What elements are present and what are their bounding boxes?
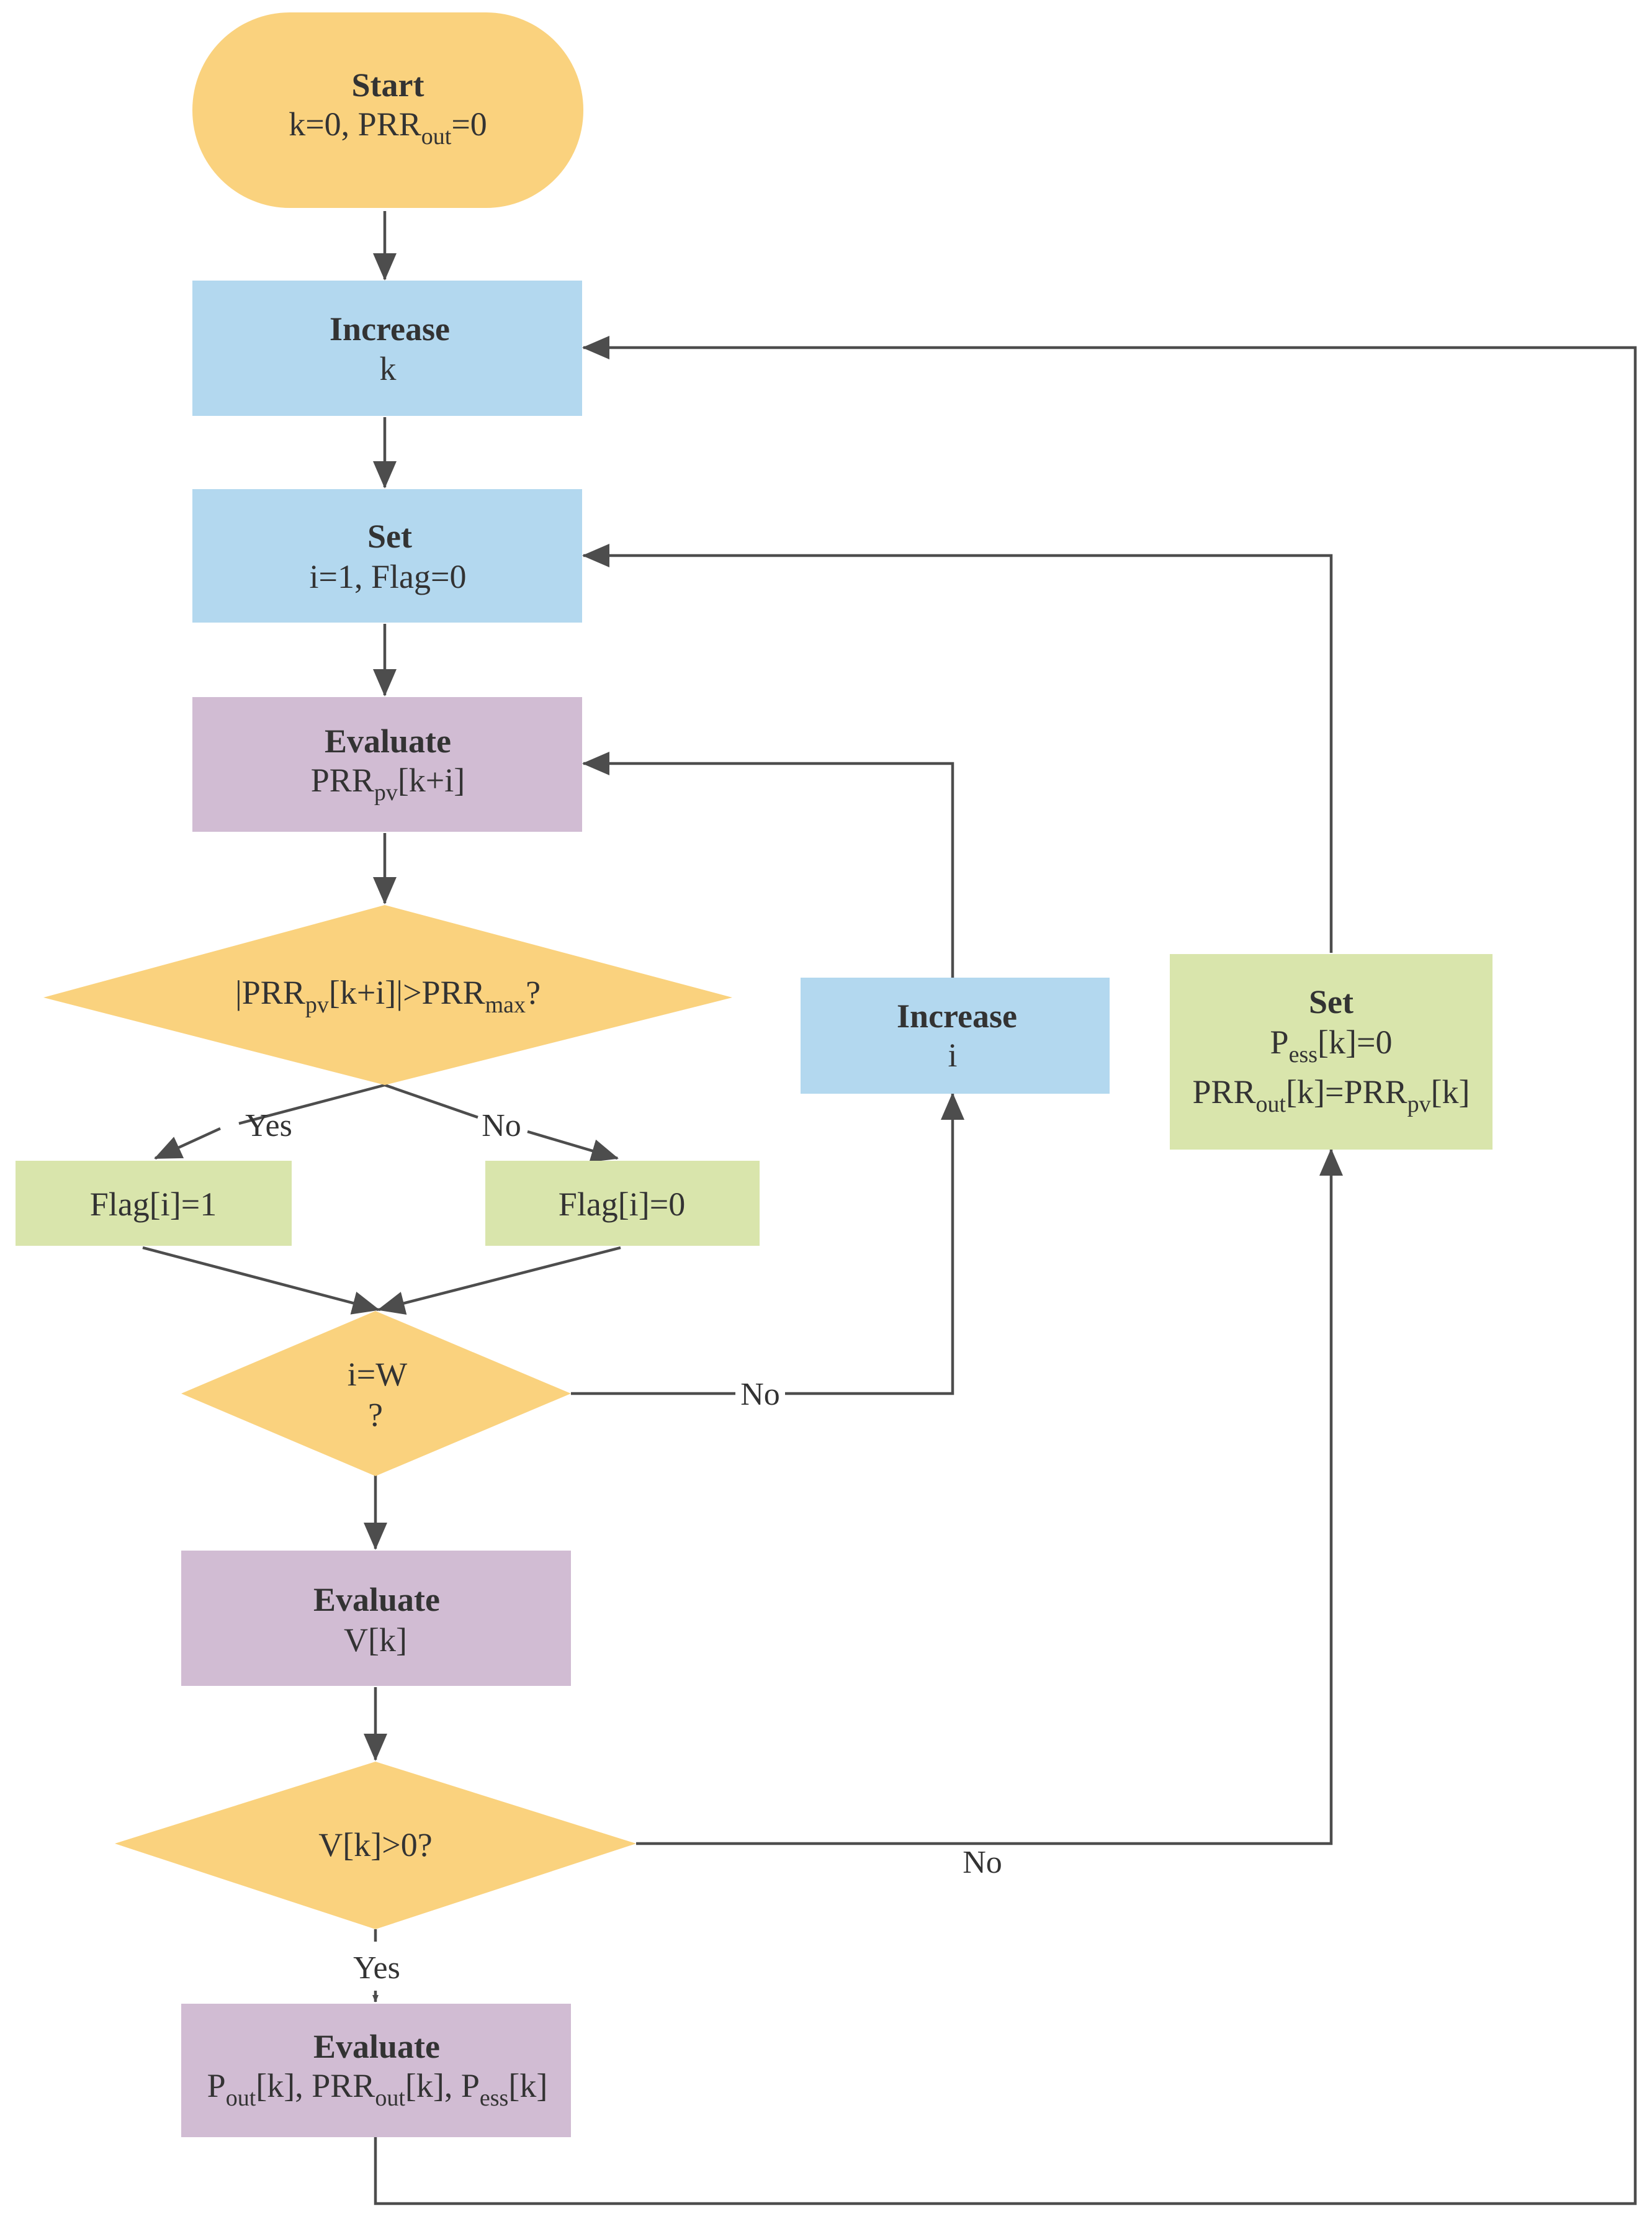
set-i-shape (192, 489, 582, 623)
evaluate-v-node: Evaluate V[k] (181, 1551, 571, 1686)
increase-k-title: Increase (330, 310, 450, 348)
evaluate-prr-line1: PRRpv[k+i] (311, 762, 465, 806)
increase-k-node: Increase k (192, 281, 582, 416)
set-ess-title: Set (1309, 983, 1353, 1020)
set-ess-shape (1170, 954, 1493, 1150)
increase-k-shape (192, 281, 582, 416)
decision-iw-shape (181, 1311, 571, 1476)
increase-i-title: Increase (897, 998, 1017, 1035)
set-i-title: Set (367, 518, 412, 555)
set-ess-node: Set Pess[k]=0 PRRout[k]=PRRpv[k] (1170, 954, 1493, 1150)
edge-flag1-to-decision-iw (142, 1246, 380, 1315)
evaluate-prr-shape (192, 697, 582, 832)
set-i-line1: i=1, Flag=0 (310, 558, 467, 595)
decision-prr-shape (43, 905, 732, 1085)
start-title: Start (352, 66, 424, 104)
edge-label-no-v: No (963, 1845, 1002, 1880)
decision-prr-text: |PRRpv[k+i]|>PRRmax? (235, 974, 541, 1018)
decision-iw-line1: i=W (348, 1356, 407, 1393)
flag1-text: Flag[i]=1 (90, 1186, 217, 1223)
flag0-text: Flag[i]=0 (559, 1186, 685, 1223)
flag1-node: Flag[i]=1 (16, 1161, 292, 1246)
edge-flag0-to-decision-iw (377, 1246, 621, 1315)
flag0-shape (485, 1161, 760, 1246)
start-line1: k=0, PRRout=0 (289, 106, 487, 150)
edge-label-yes-v: Yes (353, 1950, 400, 1986)
set-ess-line1: Pess[k]=0 (1270, 1024, 1393, 1068)
edge-evaluate-out-to-increase-k (374, 336, 1637, 2205)
edge-increase-i-to-evaluate-prr (582, 752, 954, 978)
edge-decision-no-to-flag0 (384, 1083, 617, 1158)
flag1-shape (16, 1161, 292, 1246)
evaluate-v-line1: V[k] (344, 1621, 407, 1659)
evaluate-prr-node: Evaluate PRRpv[k+i] (192, 697, 582, 832)
evaluate-v-title: Evaluate (313, 1581, 440, 1618)
edge-label-no-iw: No (740, 1377, 780, 1412)
increase-i-line1: i (948, 1037, 957, 1074)
set-ess-line2: PRRout[k]=PRRpv[k] (1192, 1073, 1470, 1117)
decision-iw-line2: ? (368, 1396, 383, 1433)
edge-set-ess-to-set-i (582, 544, 1333, 953)
decision-v-shape (115, 1762, 636, 1929)
evaluate-out-node: Evaluate Pout[k], PRRout[k], Pess[k] (181, 2004, 571, 2137)
edge-decision-iw-no-to-increase-i (571, 1094, 953, 1395)
evaluate-out-title: Evaluate (313, 2028, 440, 2065)
evaluate-out-line1: Pout[k], PRRout[k], Pess[k] (207, 2067, 548, 2111)
edge-label-yes-prr: Yes (245, 1108, 292, 1143)
decision-prr-node: |PRRpv[k+i]|>PRRmax? (43, 905, 732, 1085)
start-shape (192, 12, 583, 208)
edge-label-no-prr: No (482, 1108, 521, 1143)
edge-decision-v-no-to-set-ess (636, 1148, 1343, 1845)
start-node: Start k=0, PRRout=0 (192, 12, 583, 208)
increase-i-shape (801, 978, 1110, 1094)
decision-v-text: V[k]>0? (318, 1826, 432, 1863)
evaluate-out-shape (181, 2004, 571, 2137)
flag0-node: Flag[i]=0 (485, 1161, 760, 1246)
edges (142, 211, 1637, 2205)
increase-i-node: Increase i (801, 978, 1110, 1094)
decision-iw-node: i=W ? (181, 1311, 571, 1476)
evaluate-v-shape (181, 1551, 571, 1686)
decision-v-node: V[k]>0? (115, 1762, 636, 1929)
set-i-node: Set i=1, Flag=0 (192, 489, 582, 623)
edge-decision-yes-to-flag1 (155, 1083, 385, 1158)
increase-k-line1: k (380, 350, 397, 387)
evaluate-prr-title: Evaluate (325, 723, 451, 760)
